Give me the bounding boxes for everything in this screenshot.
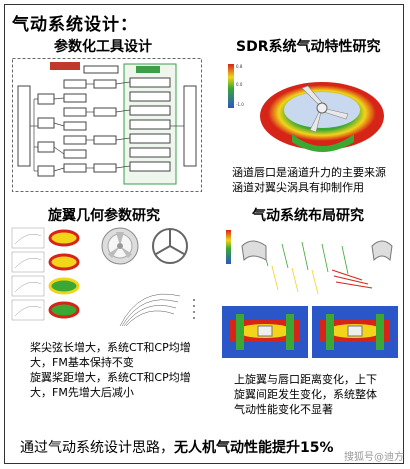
rotor-caption-3: 旋翼桨距增大，系统CT和CP均增 bbox=[30, 371, 191, 384]
page-title: 气动系统设计： bbox=[12, 15, 138, 35]
rotor-caption-4: 大，FM先增大后减小 bbox=[30, 386, 134, 399]
sdr-caption-2: 涵道对翼尖涡具有抑制作用 bbox=[232, 181, 364, 194]
svg-text:0.8: 0.8 bbox=[236, 64, 243, 69]
param-tool-heading: 参数化工具设计 bbox=[54, 39, 152, 55]
rotor-caption-2: 大，FM基本保持不变 bbox=[30, 356, 134, 369]
layout-caption-1: 上旋翼与唇口距离变化，上下 bbox=[234, 373, 377, 386]
svg-text:-1.0: -1.0 bbox=[236, 102, 244, 107]
watermark: 搜狐号@迪方 bbox=[344, 452, 404, 463]
param-tool-flowchart bbox=[12, 58, 202, 192]
layout-heading: 气动系统布局研究 bbox=[252, 208, 364, 224]
outer-frame bbox=[4, 4, 404, 464]
footer-prefix: 通过气动系统设计思路， bbox=[20, 440, 174, 456]
sdr-caption-1: 涵道唇口是涵道升力的主要来源 bbox=[232, 166, 386, 179]
sdr-heading: SDR系统气动特性研究 bbox=[236, 39, 381, 55]
layout-caption-3: 气动性能变化不显著 bbox=[234, 403, 333, 416]
footer-highlight: 无人机气动性能提升15% bbox=[174, 440, 334, 456]
rotor-geometry-figures bbox=[11, 227, 195, 327]
sdr-duct-contour-plot: 0.8 0.0 -1.0 bbox=[228, 64, 384, 152]
layout-caption-2: 旋翼间距发生变化，系统整体 bbox=[234, 388, 377, 401]
footer-summary: 通过气动系统设计思路，无人机气动性能提升15% bbox=[20, 437, 334, 457]
svg-text:0.0: 0.0 bbox=[236, 82, 243, 87]
rotor-caption-1: 桨尖弦长增大，系统CT和CP均增 bbox=[30, 341, 191, 354]
rotor-geometry-heading: 旋翼几何参数研究 bbox=[48, 208, 160, 224]
layout-flowfield-plots bbox=[222, 226, 398, 358]
